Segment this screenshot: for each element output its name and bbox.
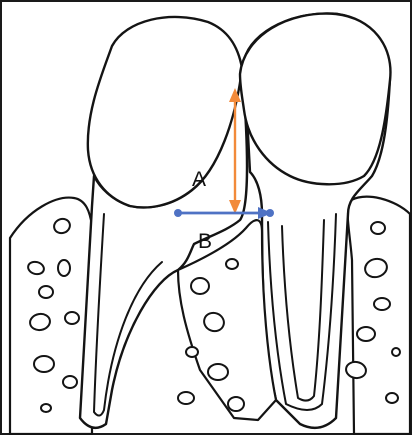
bone-crest-left — [10, 198, 92, 434]
label-a: A — [192, 168, 206, 191]
endpoint-dot-left — [174, 209, 182, 217]
interdental-bone — [178, 220, 276, 420]
label-b: B — [198, 230, 212, 253]
